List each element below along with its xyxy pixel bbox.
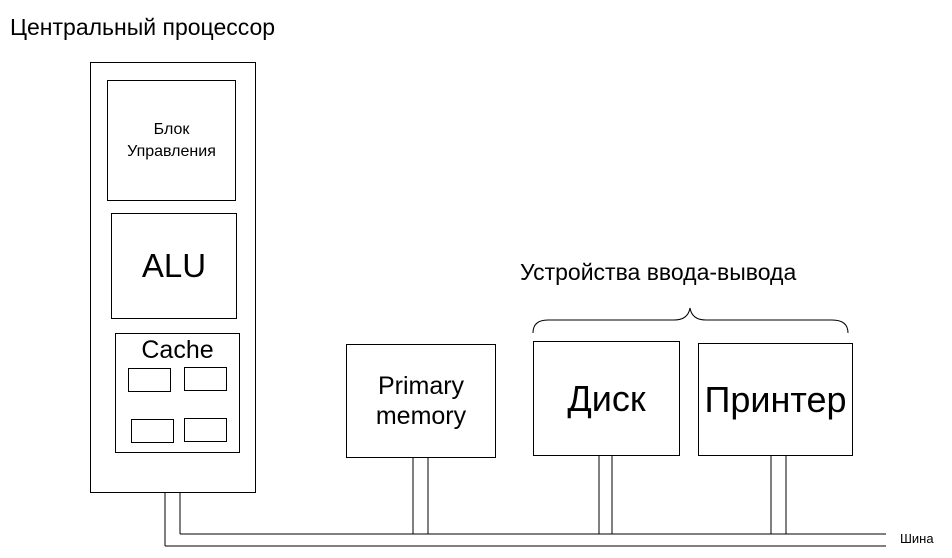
control-unit-label: Блок Управления (127, 120, 216, 160)
disk-block: Диск (533, 341, 680, 456)
control-unit-block: Блок Управления (107, 80, 236, 201)
cache-cell-3 (131, 419, 174, 443)
io-group-label: Устройства ввода-вывода (520, 259, 797, 285)
primary-memory-block: Primary memory (346, 344, 496, 458)
cache-cell-1 (128, 368, 171, 392)
cache-label: Cache (141, 336, 214, 364)
printer-block: Принтер (698, 343, 853, 456)
disk-label: Диск (567, 377, 646, 419)
io-group-brace (532, 307, 849, 334)
cache-cell-4 (184, 418, 227, 442)
bus-label: Шина (900, 531, 934, 546)
alu-label: ALU (141, 247, 207, 284)
printer-label: Принтер (704, 378, 847, 420)
cache-cell-2 (184, 367, 227, 391)
alu-block: ALU (111, 213, 237, 319)
primary-memory-label: Primary memory (375, 372, 467, 430)
cpu-title: Центральный процессор (10, 14, 276, 40)
